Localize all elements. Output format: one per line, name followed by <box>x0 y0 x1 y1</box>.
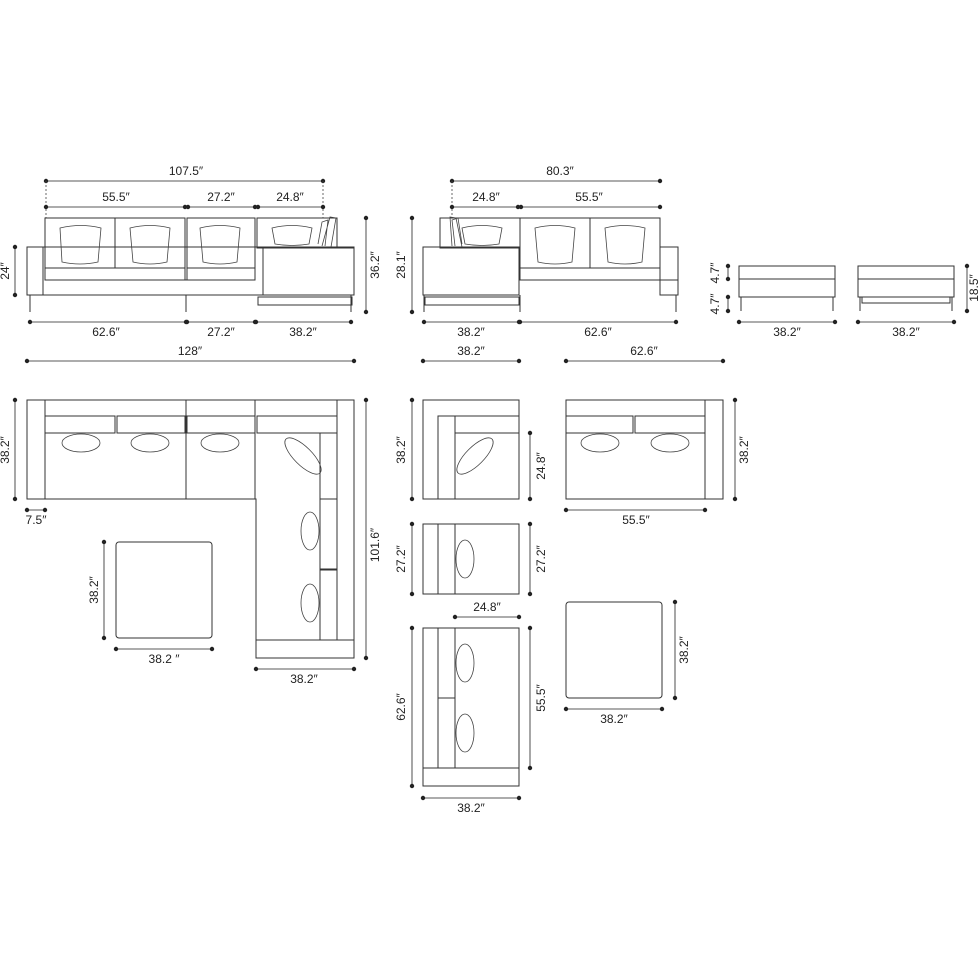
dim-seat: 24.8″ <box>534 451 548 479</box>
dim-top-cushion: 4.7″ <box>708 262 722 284</box>
plan-view-chaise-piece: 38.2″ 38.2″ 24.8″ <box>394 344 548 502</box>
plan-view-long-piece: 24.8″ 62.6″ 55.5″ 38.2″ <box>394 600 548 815</box>
dim-armless-width: 27.2″ <box>207 325 235 339</box>
dim-sofa-width: 62.6″ <box>584 325 612 339</box>
dim-chaise-width: 38.2″ <box>290 672 318 686</box>
dim-right: 27.2″ <box>534 544 548 572</box>
dim-height: 18.5″ <box>967 273 980 301</box>
dim-total-depth: 101.6″ <box>368 527 382 562</box>
dim-depth: 38.2″ <box>737 435 751 463</box>
dim-length: 62.6″ <box>394 692 408 720</box>
dim-chaise-width: 38.2″ <box>289 325 317 339</box>
dim-legs: 4.7″ <box>708 293 722 315</box>
dim-width: 38.2 ″ <box>149 652 181 666</box>
plan-view-ottoman-2: 38.2″ 38.2″ <box>563 599 691 726</box>
dim-depth: 38.2″ <box>87 575 101 603</box>
dim-chaise-seat: 24.8″ <box>472 190 500 204</box>
dim-seat-depth: 24.8″ <box>473 600 501 614</box>
plan-view-ottoman: 38.2″ 38.2 ″ <box>87 539 215 666</box>
dim-width: 38.2″ <box>600 712 628 726</box>
front-view-left-sectional <box>26 216 355 312</box>
dim-overall-length: 128″ <box>178 344 203 358</box>
dim-arm-width: 7.5″ <box>26 513 48 527</box>
dim-sofa-width: 62.6″ <box>92 325 120 339</box>
dim-width: 38.2″ <box>773 325 801 339</box>
ottoman-side-view-b: 38.2″ 18.5″ <box>855 263 980 339</box>
dim-seat: 55.5″ <box>534 683 548 711</box>
dim-overall-width: 80.3″ <box>546 164 574 178</box>
plan-view-sofa-piece: 62.6″ 38.2″ 55.5″ <box>563 344 751 527</box>
dim-depth: 38.2″ <box>394 435 408 463</box>
dim-seat: 55.5″ <box>622 513 650 527</box>
dim-sofa-seat: 55.5″ <box>102 190 130 204</box>
dim-width: 62.6″ <box>630 344 658 358</box>
dim-width: 38.2″ <box>892 325 920 339</box>
dim-depth: 38.2″ <box>0 435 12 463</box>
dim-overall-width: 107.5″ <box>169 164 204 178</box>
dim-arm-height: 24″ <box>0 261 12 279</box>
dim-sofa-seat: 55.5″ <box>575 190 603 204</box>
front-right-dimensions: 80.3″ 24.8″ 55.5″ 28.1″ 38.2″ 62.6″ <box>394 164 679 339</box>
dim-width: 38.2″ <box>457 801 485 815</box>
dim-width: 38.2″ <box>457 344 485 358</box>
plan-view-sectional: 128″ 38.2″ 7.5″ 101.6″ 38.2″ <box>0 344 382 686</box>
dim-back-height: 36.2″ <box>368 250 382 278</box>
dim-armless-seat: 27.2″ <box>207 190 235 204</box>
plan-view-armless: 27.2″ 27.2″ <box>394 521 548 597</box>
dim-chaise-width: 38.2″ <box>457 325 485 339</box>
front-left-dimensions: 107.5″ 55.5″ 27.2″ 24.8″ 24″ 36.2″ 62.6″… <box>0 164 382 339</box>
ottoman-side-view-a: 4.7″ 4.7″ 38.2″ <box>708 262 838 339</box>
dim-depth: 38.2″ <box>677 635 691 663</box>
dim-back-height: 28.1″ <box>394 250 408 278</box>
dim-left: 27.2″ <box>394 544 408 572</box>
front-view-right-sectional <box>422 216 679 312</box>
dim-chaise-seat: 24.8″ <box>276 190 304 204</box>
